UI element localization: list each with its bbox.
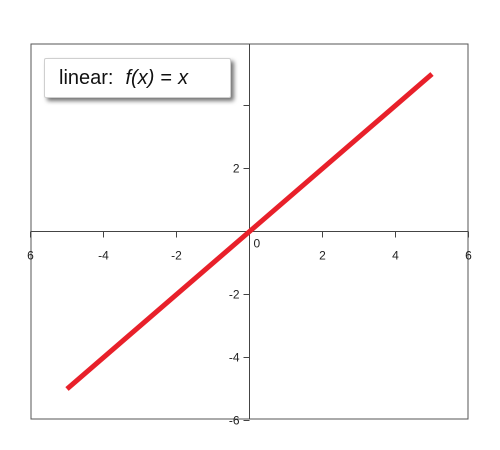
- y-tick-label: 2: [233, 162, 240, 176]
- x-tick-label: 2: [319, 249, 326, 263]
- x-tick-label: -4: [98, 249, 109, 263]
- x-tick-label: 4: [392, 249, 399, 263]
- series-group: [65, 72, 434, 391]
- axis-ticks: 6 -4 -2 0 2 4 6 -6 -4 -2 2: [27, 105, 472, 428]
- legend: linear: f(x) = x: [44, 58, 231, 98]
- x-tick-label: 6: [27, 249, 34, 263]
- y-tick-label: -4: [229, 351, 240, 365]
- y-tick-label: -6: [229, 414, 240, 428]
- x-tick-label: 0: [254, 237, 261, 251]
- x-tick-label: 6: [465, 249, 472, 263]
- x-tick-label: -2: [171, 249, 182, 263]
- legend-equals: =: [160, 66, 173, 89]
- legend-function: f(x): [125, 66, 155, 89]
- legend-variable: x: [178, 66, 189, 89]
- legend-name: linear:: [59, 66, 114, 89]
- series-line: [65, 72, 434, 391]
- y-tick-label: -2: [229, 288, 240, 302]
